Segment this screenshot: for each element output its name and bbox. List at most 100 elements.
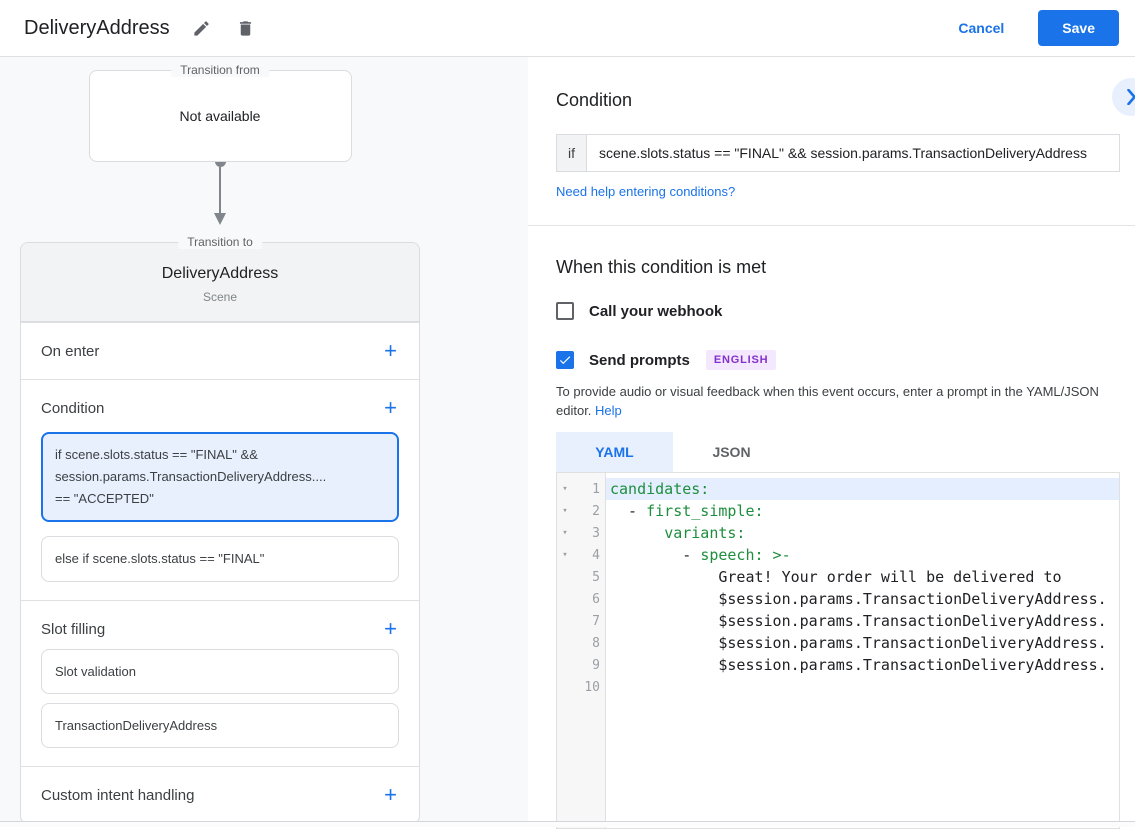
yaml-text-token: - xyxy=(610,546,700,564)
tab-yaml[interactable]: YAML xyxy=(556,432,673,472)
scene-diagram: Transition from Not available Transition… xyxy=(20,70,420,824)
language-badge: ENGLISH xyxy=(706,350,777,370)
gutter-row: 9 xyxy=(557,654,605,676)
top-bar: DeliveryAddress Cancel Save xyxy=(0,0,1135,57)
yaml-key-token: first_simple: xyxy=(646,502,763,520)
gutter-row: ▾2 xyxy=(557,500,605,522)
transition-from-value: Not available xyxy=(180,108,261,124)
line-number: 3 xyxy=(573,526,605,541)
chevron-right-icon xyxy=(1126,89,1135,105)
yaml-key-token: variants: xyxy=(664,524,745,542)
code-line: $session.params.TransactionDeliveryAddre… xyxy=(606,632,1119,654)
yaml-text-token: Great! Your order will be delivered to xyxy=(610,568,1062,586)
section-divider xyxy=(528,225,1135,226)
condition-item-selected[interactable]: if scene.slots.status == "FINAL" && sess… xyxy=(41,432,399,522)
fold-arrow-icon[interactable]: ▾ xyxy=(557,550,573,560)
window-bottom-edge xyxy=(0,821,1135,827)
check-icon xyxy=(558,353,572,367)
fold-arrow-icon[interactable]: ▾ xyxy=(557,528,573,538)
trash-icon[interactable] xyxy=(234,16,258,40)
slot-item[interactable]: Slot validation xyxy=(41,649,399,694)
cancel-button[interactable]: Cancel xyxy=(958,20,1004,36)
code-line: candidates: xyxy=(606,478,1119,500)
condition-label: Condition xyxy=(41,400,104,417)
webhook-checkbox[interactable] xyxy=(556,302,574,320)
gutter-row: ▾1 xyxy=(557,478,605,500)
add-slot-button[interactable]: + xyxy=(382,619,399,639)
transition-to-card: Transition to DeliveryAddress Scene On e… xyxy=(20,242,420,824)
webhook-label: Call your webhook xyxy=(589,303,722,320)
condition-expression-input[interactable]: scene.slots.status == "FINAL" && session… xyxy=(586,134,1120,172)
main-content: Transition from Not available Transition… xyxy=(0,57,1135,827)
line-number: 9 xyxy=(573,658,605,673)
gutter-row: 10 xyxy=(557,676,605,698)
yaml-key-token: candidates: xyxy=(610,480,709,498)
send-prompts-row: Send prompts ENGLISH xyxy=(556,350,1120,370)
gutter-row: 5 xyxy=(557,566,605,588)
arrow-line xyxy=(219,167,221,213)
yaml-text-token: $session.params.TransactionDeliveryAddre… xyxy=(610,634,1107,652)
custom-intent-section: Custom intent handling + xyxy=(21,766,419,823)
page-title: DeliveryAddress xyxy=(24,17,170,40)
help-link[interactable]: Help xyxy=(595,403,622,418)
yaml-text-token: $session.params.TransactionDeliveryAddre… xyxy=(610,612,1107,630)
condition-heading: Condition xyxy=(556,88,1120,112)
add-condition-button[interactable]: + xyxy=(382,398,399,418)
send-prompts-label: Send prompts xyxy=(589,352,690,369)
gutter-row: 8 xyxy=(557,632,605,654)
add-custom-intent-button[interactable]: + xyxy=(382,785,399,805)
send-prompts-checkbox[interactable] xyxy=(556,351,574,369)
scene-name: DeliveryAddress xyxy=(21,265,419,283)
transition-from-legend: Transition from xyxy=(171,63,269,77)
add-on-enter-button[interactable]: + xyxy=(382,341,399,361)
scene-flow-panel: Transition from Not available Transition… xyxy=(0,57,528,827)
code-line xyxy=(606,676,1119,698)
gutter-row: ▾3 xyxy=(557,522,605,544)
code-line: - first_simple: xyxy=(606,500,1119,522)
line-number: 2 xyxy=(573,504,605,519)
code-line: Great! Your order will be delivered to xyxy=(606,566,1119,588)
code-line: $session.params.TransactionDeliveryAddre… xyxy=(606,654,1119,676)
code-line: $session.params.TransactionDeliveryAddre… xyxy=(606,588,1119,610)
code-line: $session.params.TransactionDeliveryAddre… xyxy=(606,610,1119,632)
condition-expression-row: if scene.slots.status == "FINAL" && sess… xyxy=(556,134,1120,172)
line-number: 10 xyxy=(573,680,605,695)
condition-item[interactable]: else if scene.slots.status == "FINAL" xyxy=(41,536,399,582)
line-number: 6 xyxy=(573,592,605,607)
gutter-row: 6 xyxy=(557,588,605,610)
line-number: 1 xyxy=(573,482,605,497)
line-number: 5 xyxy=(573,570,605,585)
slot-filling-label: Slot filling xyxy=(41,621,105,638)
line-number: 8 xyxy=(573,636,605,651)
yaml-text-token: - xyxy=(610,502,646,520)
scene-type-label: Scene xyxy=(21,290,419,304)
slot-item[interactable]: TransactionDeliveryAddress xyxy=(41,703,399,748)
gutter-row: 7 xyxy=(557,610,605,632)
code-line: variants: xyxy=(606,522,1119,544)
webhook-row: Call your webhook xyxy=(556,302,1120,320)
yaml-text-token: $session.params.TransactionDeliveryAddre… xyxy=(610,656,1107,674)
save-button[interactable]: Save xyxy=(1038,10,1119,46)
transition-arrow xyxy=(20,162,420,225)
editor-code-area[interactable]: candidates: - first_simple: variants: - … xyxy=(606,473,1119,828)
edit-icon[interactable] xyxy=(190,16,214,40)
when-heading: When this condition is met xyxy=(556,255,1120,279)
code-line: - speech: >- xyxy=(606,544,1119,566)
fold-arrow-icon[interactable]: ▾ xyxy=(557,484,573,494)
scene-card-header[interactable]: DeliveryAddress Scene xyxy=(21,243,419,322)
condition-help-link[interactable]: Need help entering conditions? xyxy=(556,184,735,199)
arrow-head-icon xyxy=(214,213,226,225)
prompts-description: To provide audio or visual feedback when… xyxy=(556,382,1120,420)
line-number: 4 xyxy=(573,548,605,563)
yaml-text-token: $session.params.TransactionDeliveryAddre… xyxy=(610,590,1107,608)
yaml-key-token: speech: >- xyxy=(700,546,790,564)
gutter-row: ▾4 xyxy=(557,544,605,566)
on-enter-label: On enter xyxy=(41,343,99,360)
fold-arrow-icon[interactable]: ▾ xyxy=(557,506,573,516)
condition-list: if scene.slots.status == "FINAL" && sess… xyxy=(41,432,399,582)
tab-json[interactable]: JSON xyxy=(673,432,790,472)
